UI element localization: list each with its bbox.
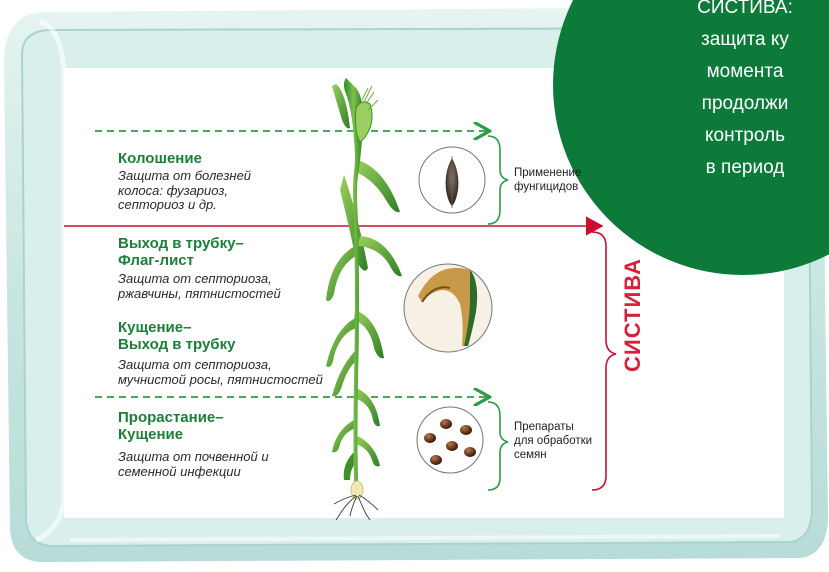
- stage-heading-booting-flag-leaf: Выход в трубку– Флаг-лист: [118, 235, 244, 269]
- stage-description-germination-tillering: Защита от почвенной и семенной инфекции: [118, 450, 269, 479]
- stage-description-tillering-booting: Защита от септориоза, мучнистой росы, пя…: [118, 358, 323, 387]
- brand-label-sistiva: СИСТИВА: [620, 255, 650, 375]
- stage-heading-earing: Колошение: [118, 150, 202, 167]
- label-fungicides: Применение фунгицидов: [514, 166, 581, 194]
- spike-image: [419, 147, 485, 213]
- seeds-image: [417, 407, 483, 473]
- stage-heading-germination-tillering: Прорастание– Кущение: [118, 409, 224, 443]
- stage-heading-tillering-booting: Кущение– Выход в трубку: [118, 319, 235, 353]
- leaf-image: [404, 264, 492, 352]
- stage-description-booting-flag-leaf: Защита от септориоза, ржавчины, пятнисто…: [118, 272, 281, 301]
- label-seed-treatment: Препараты для обработки семян: [514, 420, 592, 462]
- promo-badge-text: СИСТИВА: защита ку момента продолжи конт…: [640, 0, 829, 184]
- stage-description-earing: Защита от болезней колоса: фузариоз, сеп…: [118, 169, 251, 213]
